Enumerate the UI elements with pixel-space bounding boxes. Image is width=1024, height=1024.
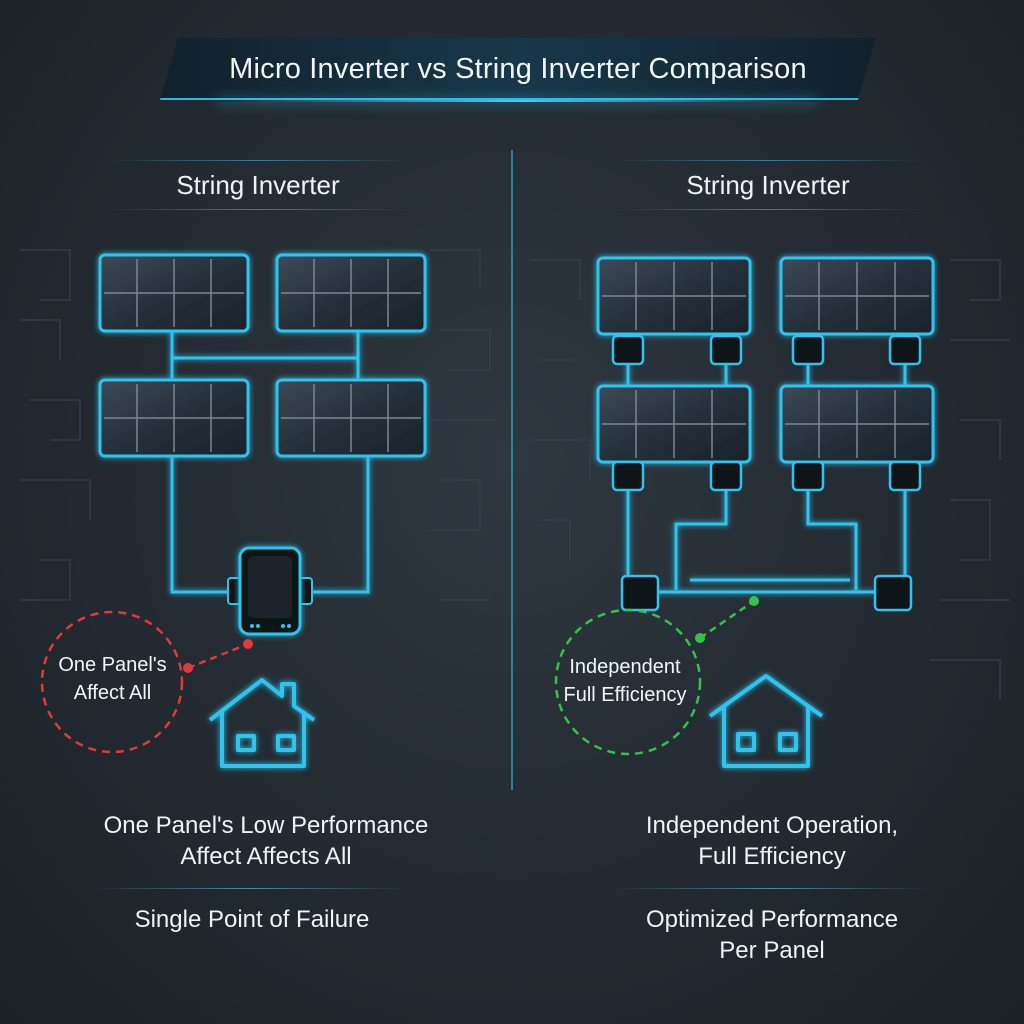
micro-inverter-icon: [791, 334, 825, 366]
left-callout-line2: Affect All: [73, 682, 152, 704]
left-caption: One Panel's Low Performance Affect Affec…: [56, 810, 476, 872]
right-caption-line2: Full Efficiency: [698, 843, 846, 870]
right-footer: Optimized Performance Per Panel: [562, 904, 982, 966]
left-callout-text: One Panel's Affect All: [40, 651, 185, 707]
left-footer-text: Single Point of Failure: [134, 906, 370, 933]
left-separator: [90, 888, 410, 889]
right-solar-panels: [596, 256, 935, 464]
micro-inverter-icon: [611, 334, 645, 366]
house-icon: [208, 678, 316, 768]
micro-inverter-icon: [888, 460, 922, 492]
left-heading-text: String Inverter: [176, 169, 340, 200]
left-heading: String Inverter: [103, 160, 413, 210]
right-heading: String Inverter: [613, 160, 923, 210]
success-callout: [554, 596, 759, 756]
solar-panel-icon: [596, 256, 752, 336]
left-caption-line1: One Panel's Low Performance: [103, 812, 429, 839]
solar-panel-icon: [98, 253, 250, 333]
left-wiring: [170, 330, 370, 594]
solar-panel-icon: [98, 378, 250, 458]
failure-callout: [40, 610, 253, 754]
micro-inverter-icon: [709, 460, 743, 492]
micro-inverter-icon: [709, 334, 743, 366]
solar-panel-icon: [596, 384, 752, 464]
micro-inverter-icon: [888, 334, 922, 366]
right-caption: Independent Operation, Full Efficiency: [562, 810, 982, 872]
micro-inverter-icon: [611, 460, 645, 492]
circuit-background: [20, 249, 1010, 700]
solar-panel-icon: [779, 384, 935, 464]
combiner-box-icon: [620, 574, 660, 612]
right-footer-line2: Per Panel: [719, 937, 825, 964]
left-caption-line2: Affect Affects All: [180, 843, 352, 870]
micro-inverters: [611, 334, 922, 612]
micro-inverter-icon: [791, 460, 825, 492]
right-callout-line2: Full Efficiency: [563, 684, 687, 706]
combiner-box-icon: [873, 574, 913, 612]
solar-panel-icon: [275, 378, 427, 458]
right-separator: [612, 888, 932, 889]
right-wiring: [626, 364, 907, 594]
left-solar-panels: [98, 253, 427, 458]
right-heading-text: String Inverter: [686, 169, 850, 200]
right-callout-text: Independent Full Efficiency: [550, 653, 700, 709]
right-footer-line1: Optimized Performance: [645, 906, 899, 933]
right-caption-line1: Independent Operation,: [645, 812, 899, 839]
left-footer: Single Point of Failure: [42, 904, 462, 935]
title-banner: Micro Inverter vs String Inverter Compar…: [160, 38, 876, 102]
page-title: Micro Inverter vs String Inverter Compar…: [229, 52, 807, 85]
left-callout-line1: One Panel's: [58, 654, 167, 676]
string-inverter-icon: [227, 546, 313, 636]
house-icon: [708, 674, 824, 768]
solar-panel-icon: [275, 253, 427, 333]
right-callout-line1: Independent: [569, 656, 681, 678]
solar-panel-icon: [779, 256, 935, 336]
